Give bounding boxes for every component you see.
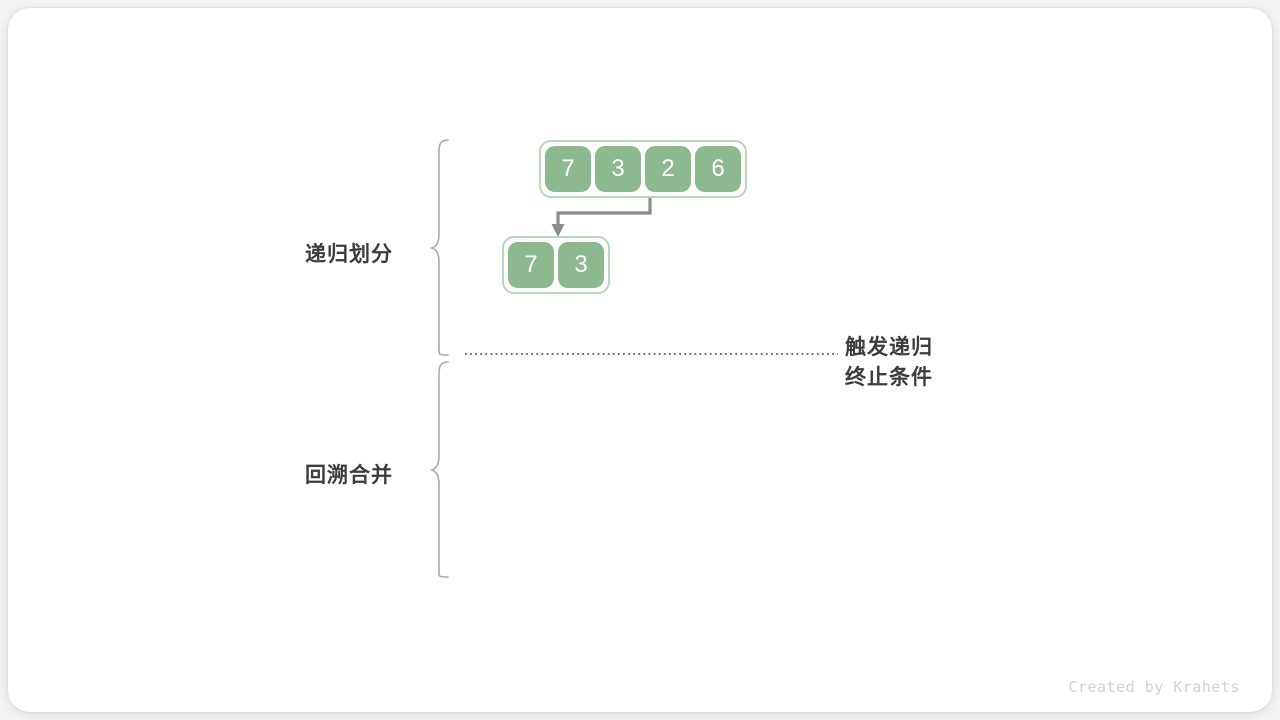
array-cell: 6 xyxy=(695,146,741,192)
array-cell: 7 xyxy=(545,146,591,192)
divide-brace xyxy=(429,139,449,356)
array-root: 7 3 2 6 xyxy=(539,140,747,198)
array-cell: 3 xyxy=(595,146,641,192)
merge-brace xyxy=(429,361,449,578)
array-left-half: 7 3 xyxy=(502,236,610,294)
label-merge-stage: 回溯合并 xyxy=(305,464,393,487)
array-cell: 7 xyxy=(508,242,554,288)
array-cell: 3 xyxy=(558,242,604,288)
array-cell: 2 xyxy=(645,146,691,192)
credit-text: Created by Krahets xyxy=(1068,678,1240,696)
note-line-1: 触发递归 xyxy=(845,336,933,359)
divide-arrow xyxy=(551,197,652,237)
note-line-2: 终止条件 xyxy=(845,366,933,389)
diagram-vector-layer xyxy=(429,139,838,578)
label-divide-stage: 递归划分 xyxy=(305,243,393,266)
note-termination-condition: 触发递归 终止条件 xyxy=(845,333,933,393)
diagram-card: 7 3 2 6 7 3 递归划分 回溯合并 触发递归 终止条件 Created … xyxy=(8,8,1272,712)
